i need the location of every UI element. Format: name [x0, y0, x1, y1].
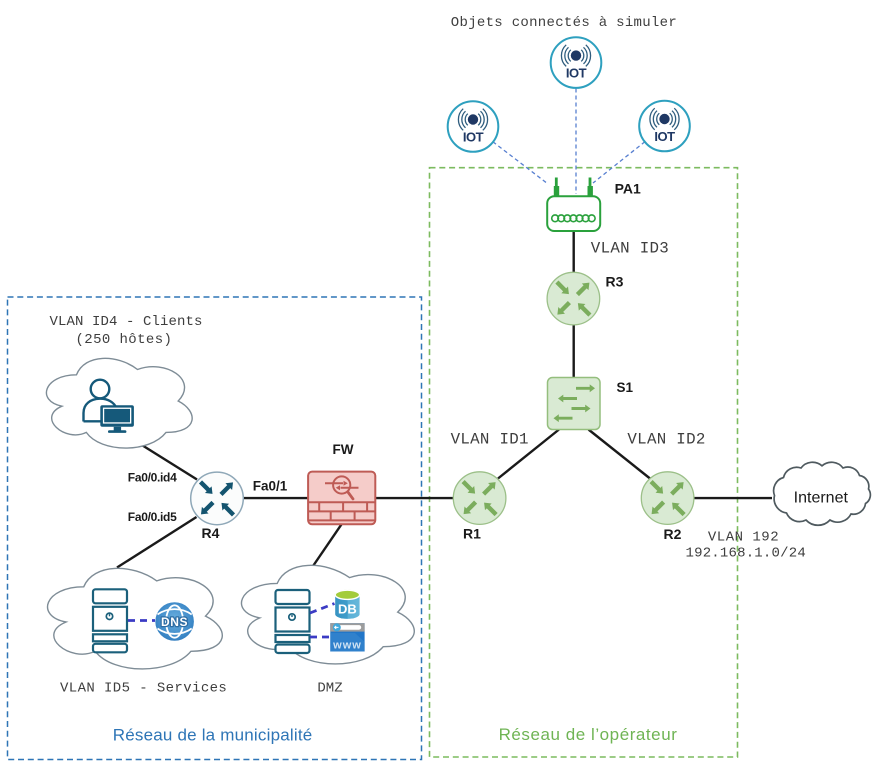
svg-text:Fa0/0.id5: Fa0/0.id5 [128, 510, 177, 524]
svg-text:R3: R3 [606, 273, 624, 289]
svg-text:S1: S1 [617, 380, 634, 395]
svg-text:PA1: PA1 [615, 181, 641, 197]
svg-text:VLAN ID3: VLAN ID3 [591, 240, 669, 258]
svg-text:VLAN ID1: VLAN ID1 [451, 430, 529, 448]
svg-text:Réseau de l’opérateur: Réseau de l’opérateur [499, 725, 678, 744]
svg-text:R2: R2 [664, 526, 682, 542]
svg-text:R1: R1 [463, 526, 481, 542]
svg-text:Réseau de la municipalité: Réseau de la municipalité [113, 725, 313, 744]
svg-text:(250 hôtes): (250 hôtes) [76, 332, 173, 348]
svg-text:DB: DB [338, 602, 357, 617]
svg-text:Internet: Internet [794, 490, 849, 507]
svg-text:Objets connectés à simuler: Objets connectés à simuler [451, 15, 677, 31]
svg-text:VLAN 192: VLAN 192 [708, 530, 779, 546]
svg-text:VLAN ID4 - Clients: VLAN ID4 - Clients [50, 314, 203, 330]
svg-text:FW: FW [333, 442, 354, 457]
svg-text:Fa0/0.id4: Fa0/0.id4 [128, 471, 177, 485]
svg-text:Fa0/1: Fa0/1 [253, 479, 288, 494]
svg-text:DMZ: DMZ [317, 681, 342, 697]
svg-text:VLAN ID5 - Services: VLAN ID5 - Services [60, 681, 227, 697]
svg-text:DNS: DNS [161, 615, 188, 629]
svg-text:VLAN ID2: VLAN ID2 [627, 430, 705, 448]
svg-text:192.168.1.0/24: 192.168.1.0/24 [686, 546, 806, 562]
svg-text:www: www [332, 640, 362, 652]
svg-text:R4: R4 [202, 525, 220, 541]
